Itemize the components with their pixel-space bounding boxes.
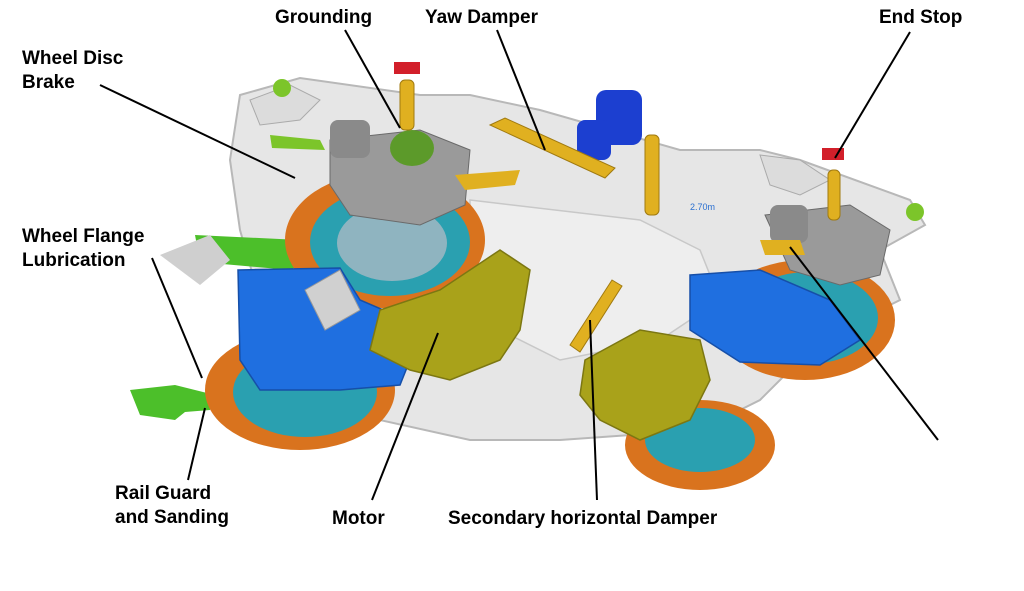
leader-right-unlabeled [789,246,939,441]
label-grounding: Grounding [275,7,373,28]
label-wheel-flange-line1: Wheel Flange [22,226,145,247]
label-wheel-disc-brake: Wheel Disc Brake [22,47,123,95]
leader-lines [99,29,939,501]
label-wheel-flange-lubrication: Wheel Flange Lubrication [22,225,144,273]
label-rail-guard-line2: and Sanding [115,507,229,528]
label-wheel-disc-brake-line2: Brake [22,72,75,93]
leader-motor [371,332,439,501]
leader-secondary-damper [589,319,598,501]
label-yaw-damper: Yaw Damper [425,7,538,28]
label-end-stop: End Stop [879,7,963,28]
leader-grounding [344,29,401,129]
label-motor: Motor [332,508,385,529]
leader-yaw-damper [496,29,546,151]
leader-end-stop [834,31,911,159]
label-secondary-horizontal-damper: Secondary horizontal Damper [448,508,718,529]
leader-wheel-flange [151,257,203,379]
axle [160,235,361,331]
label-wheel-flange-line2: Lubrication [22,250,126,271]
label-wheel-disc-brake-line1: Wheel Disc [22,48,124,69]
dimension-text: 2.70m [690,202,715,212]
green-brackets [130,79,924,420]
leader-wheel-disc-brake [99,84,296,179]
label-rail-guard-sanding: Rail Guard and Sanding [115,482,229,530]
motors [369,249,711,441]
leader-rail-guard [187,407,206,481]
air-springs [330,90,808,243]
label-rail-guard-line1: Rail Guard [115,483,212,504]
